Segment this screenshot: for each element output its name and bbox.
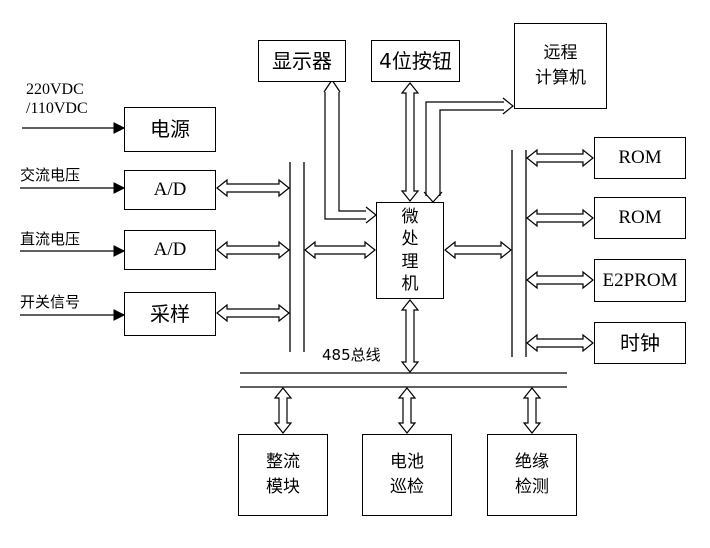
power-voltage-label: 220VDC /110VDC <box>26 81 88 117</box>
cpu-rightbus-arrow <box>444 240 512 260</box>
remote-link-head-right <box>502 97 514 115</box>
rom-block-1: ROM <box>594 137 686 179</box>
remote-link <box>425 101 504 196</box>
switch-signal-label: 开关信号 <box>20 293 81 311</box>
rectifier-485-arrow <box>273 387 293 434</box>
e2prom-block: E2PROM <box>594 259 686 302</box>
buttons-cpu-arrow <box>400 82 420 202</box>
ad-dc-bus-arrow <box>216 240 290 260</box>
sampling-bus-arrow <box>216 303 290 323</box>
clock-block: 时钟 <box>594 322 686 364</box>
power-block: 电源 <box>124 107 216 152</box>
insulation-485-arrow <box>522 387 542 434</box>
insulation-detection-block: 绝缘 检测 <box>487 434 577 516</box>
rectifier-module-block: 整流 模块 <box>238 434 328 516</box>
display-link <box>324 92 366 220</box>
ac-voltage-label: 交流电压 <box>20 166 81 184</box>
display-block: 显示器 <box>258 40 346 82</box>
buttons-block: 4位按钮 <box>371 40 460 82</box>
sampling-block: 采样 <box>124 292 216 336</box>
clock-arrow <box>526 333 594 353</box>
leftbus-cpu-arrow <box>304 240 376 260</box>
rom1-arrow <box>526 148 594 168</box>
remote-computer-block: 远程 计算机 <box>514 23 607 109</box>
ad-ac-bus-arrow <box>216 178 290 198</box>
battery-485-arrow <box>397 387 417 434</box>
display-link-head-right <box>365 206 377 224</box>
cpu-485-arrow <box>400 299 420 373</box>
e2prom-arrow <box>526 270 594 290</box>
rom-block-2: ROM <box>594 197 686 239</box>
ad-converter-dc-block: A/D <box>124 230 216 270</box>
ad-converter-ac-block: A/D <box>124 170 216 210</box>
rs485-bus-label: 485总线 <box>322 346 381 364</box>
rom2-arrow <box>526 208 594 228</box>
microprocessor-block: 微 处 理 机 <box>376 202 444 299</box>
dc-voltage-label: 直流电压 <box>20 230 81 248</box>
remote-link-head-bottom <box>423 191 443 203</box>
battery-inspection-block: 电池 巡检 <box>362 434 452 516</box>
